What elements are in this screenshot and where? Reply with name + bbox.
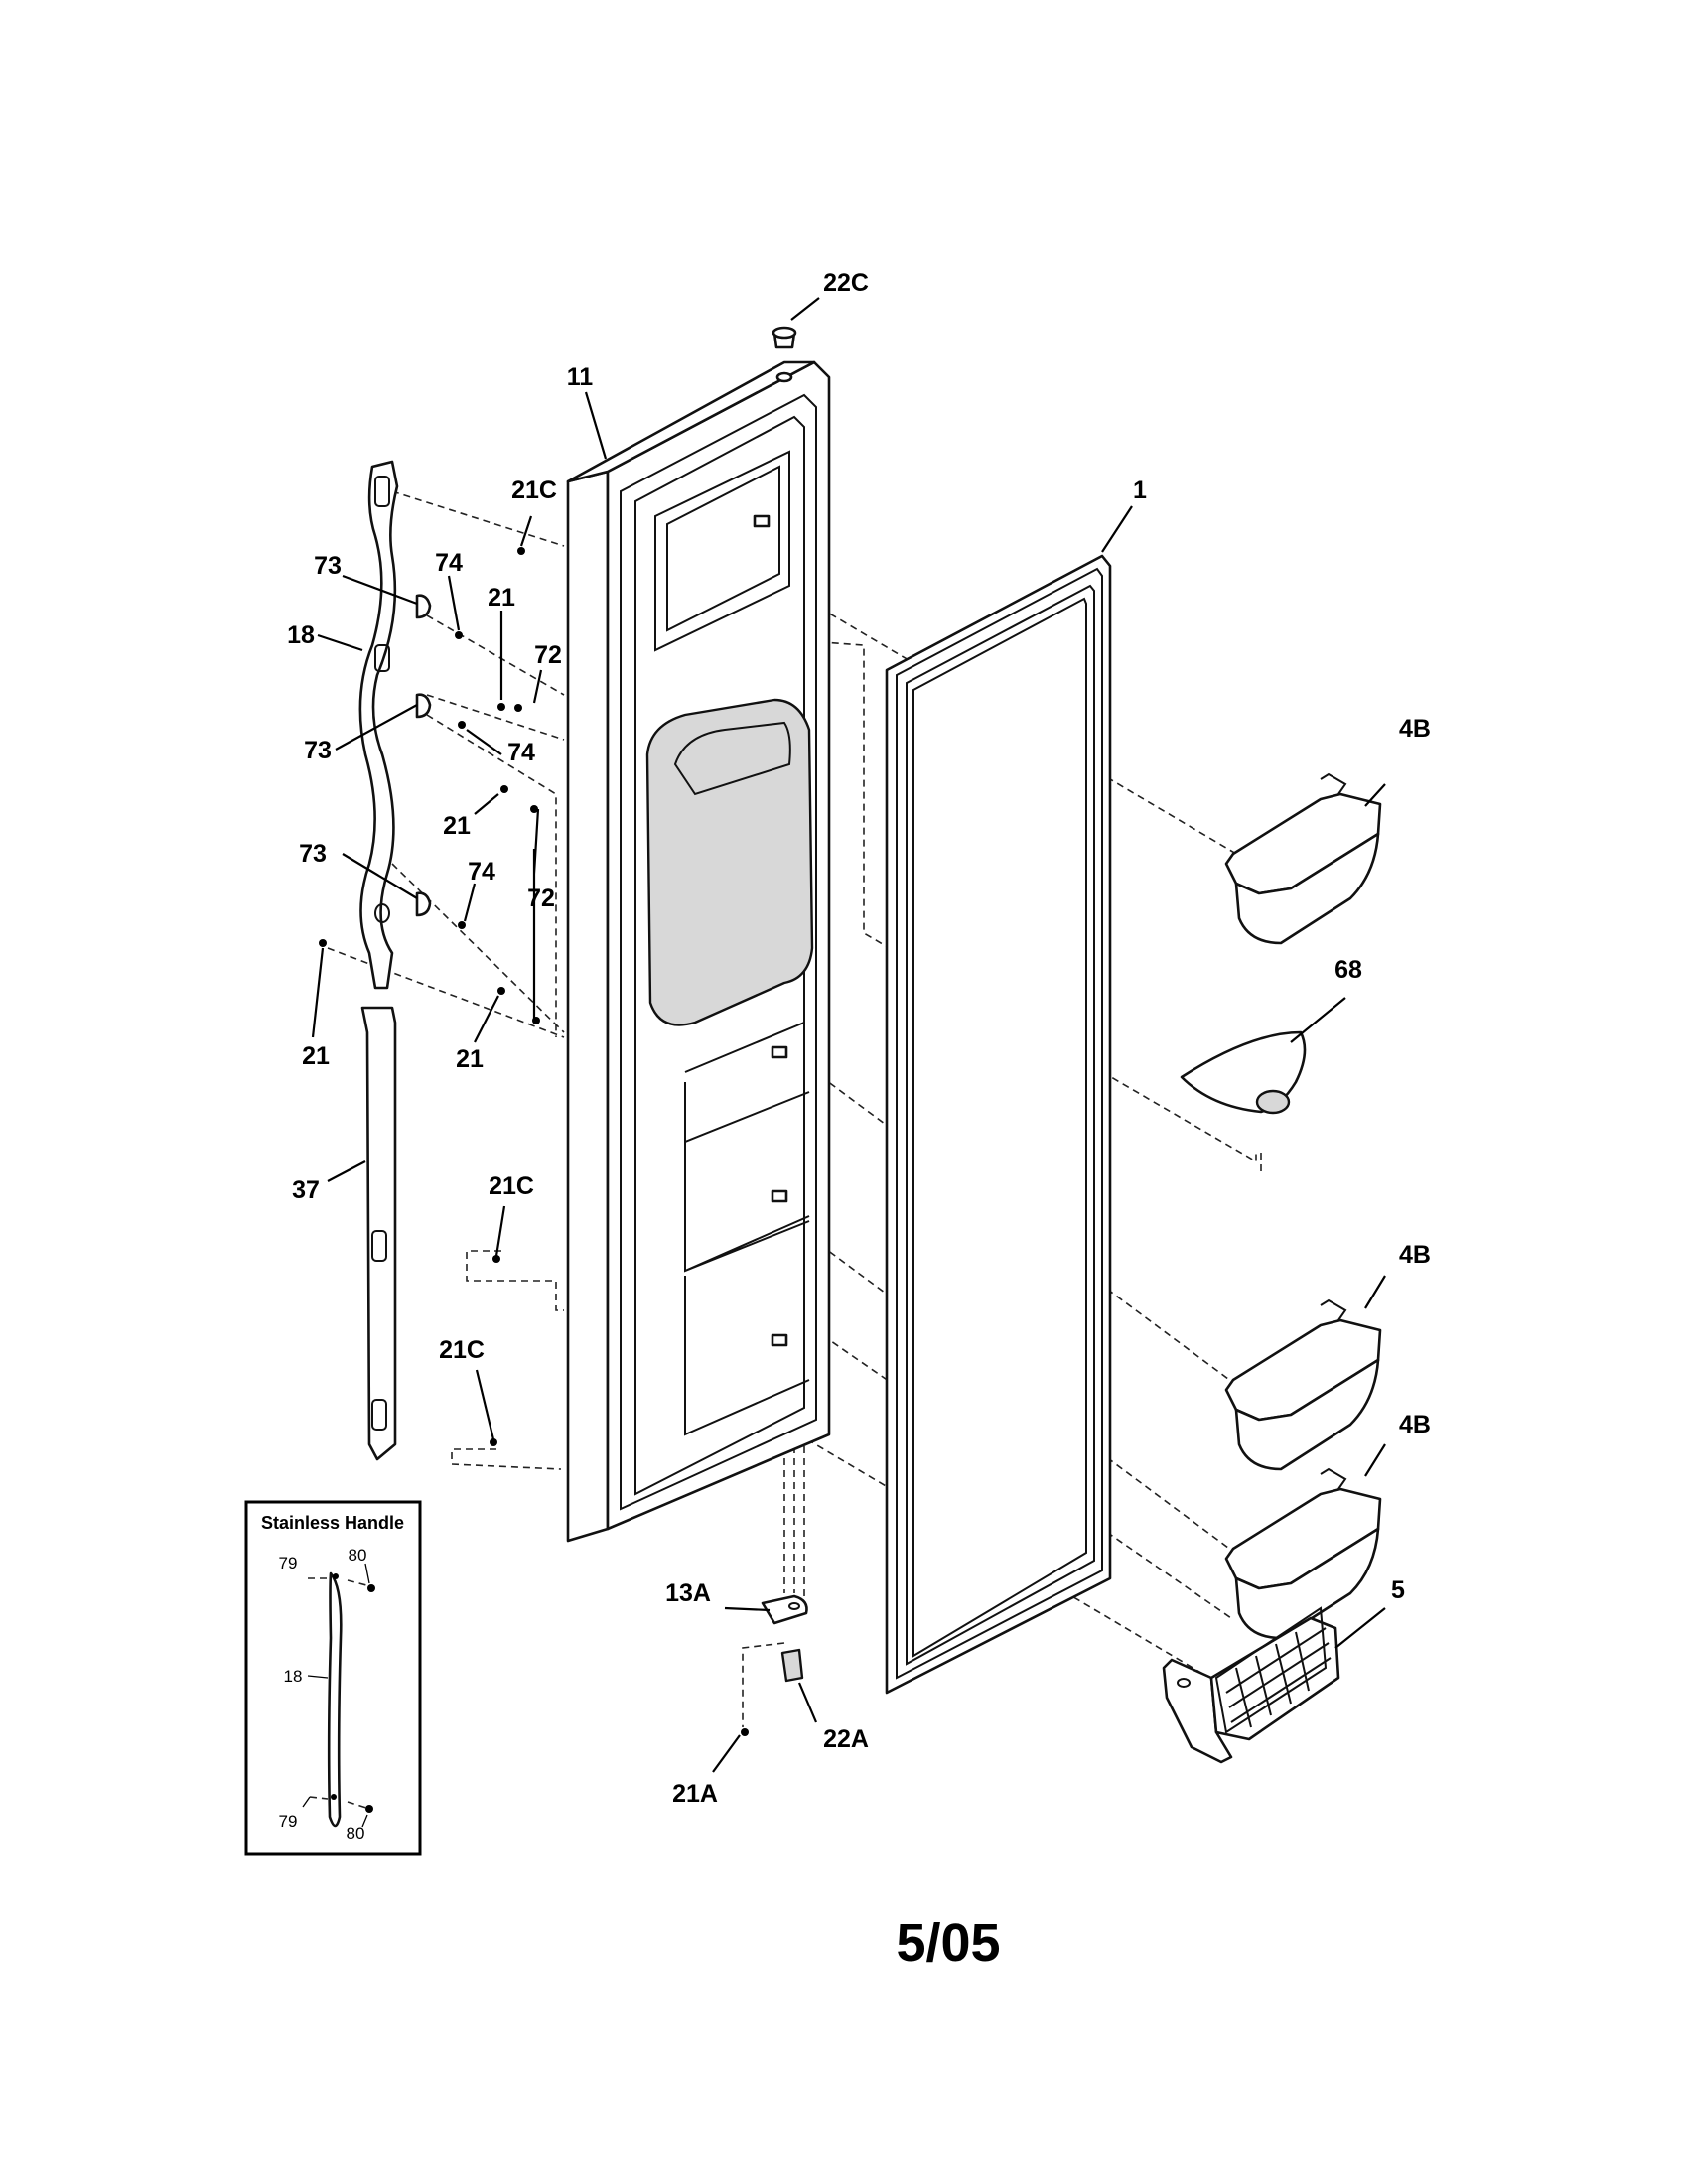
handle-clips-73 — [415, 594, 432, 917]
callout-11: 11 — [567, 363, 594, 391]
inset-callout-79-bottom: 79 — [279, 1812, 298, 1831]
callout-1: 1 — [1133, 477, 1147, 504]
screws — [319, 547, 749, 1736]
callout-18: 18 — [287, 621, 315, 649]
door-gasket-1 — [885, 554, 1112, 1695]
inset-title: Stainless Handle — [261, 1513, 404, 1533]
inset-callout-80-bottom: 80 — [347, 1824, 365, 1843]
handle-trim-37 — [360, 1006, 397, 1461]
callout-73-c: 73 — [299, 840, 327, 868]
door-top-cap-22C — [772, 326, 797, 349]
inset-callout-79-top: 79 — [279, 1554, 298, 1572]
callout-73-a: 73 — [314, 552, 342, 580]
leader-lines — [311, 297, 1386, 1773]
wire-basket-5 — [1162, 1606, 1340, 1764]
callout-74-c: 74 — [468, 858, 495, 886]
callout-13A: 13A — [665, 1579, 711, 1607]
inset-callout-80-top: 80 — [349, 1546, 367, 1565]
dispenser-cover — [645, 698, 814, 1026]
callout-72-a: 72 — [534, 641, 562, 669]
door-side-face — [566, 470, 610, 1543]
callout-5: 5 — [1391, 1576, 1405, 1604]
callout-68: 68 — [1334, 956, 1362, 984]
callout-73-b: 73 — [304, 737, 332, 764]
inset-callout-18: 18 — [284, 1667, 303, 1686]
door-top-edge — [566, 360, 816, 483]
callout-72-b: 72 — [527, 885, 555, 912]
inset-stainless-handle: Stainless Handle 79 80 18 79 80 — [244, 1500, 422, 1856]
callout-21-b: 21 — [443, 812, 471, 840]
callout-4B-a: 4B — [1399, 715, 1431, 743]
callout-74-b: 74 — [507, 739, 535, 766]
door-bin-4B-bottom — [1224, 1467, 1382, 1640]
callout-22C-top: 22C — [823, 269, 869, 297]
callout-labels: 22C 11 1 21C 73 74 21 72 18 73 74 21 73 … — [287, 269, 1431, 1808]
callout-21-c: 21 — [302, 1042, 330, 1070]
callout-21A: 21A — [672, 1780, 718, 1808]
door-bin-4B-top — [1224, 772, 1382, 945]
inset-handle-18 — [327, 1571, 343, 1828]
callout-21-d: 21 — [456, 1045, 484, 1073]
callout-21-a: 21 — [488, 584, 515, 612]
callout-37: 37 — [292, 1176, 320, 1204]
hinge-bushing-22A — [780, 1648, 804, 1683]
door-bin-4B-middle — [1224, 1298, 1382, 1471]
hinge-13A — [761, 1594, 808, 1625]
callout-4B-c: 4B — [1399, 1411, 1431, 1438]
dairy-cup-68 — [1180, 1030, 1307, 1115]
callout-21C-a: 21C — [511, 477, 557, 504]
door-assembly-11 — [566, 360, 831, 1543]
callout-22A: 22A — [823, 1725, 869, 1753]
callout-21C-c: 21C — [439, 1336, 485, 1364]
callout-4B-b: 4B — [1399, 1241, 1431, 1269]
callout-21C-b: 21C — [489, 1172, 534, 1200]
callout-74-a: 74 — [435, 549, 463, 577]
revision-date: 5/05 — [896, 1913, 1000, 1973]
